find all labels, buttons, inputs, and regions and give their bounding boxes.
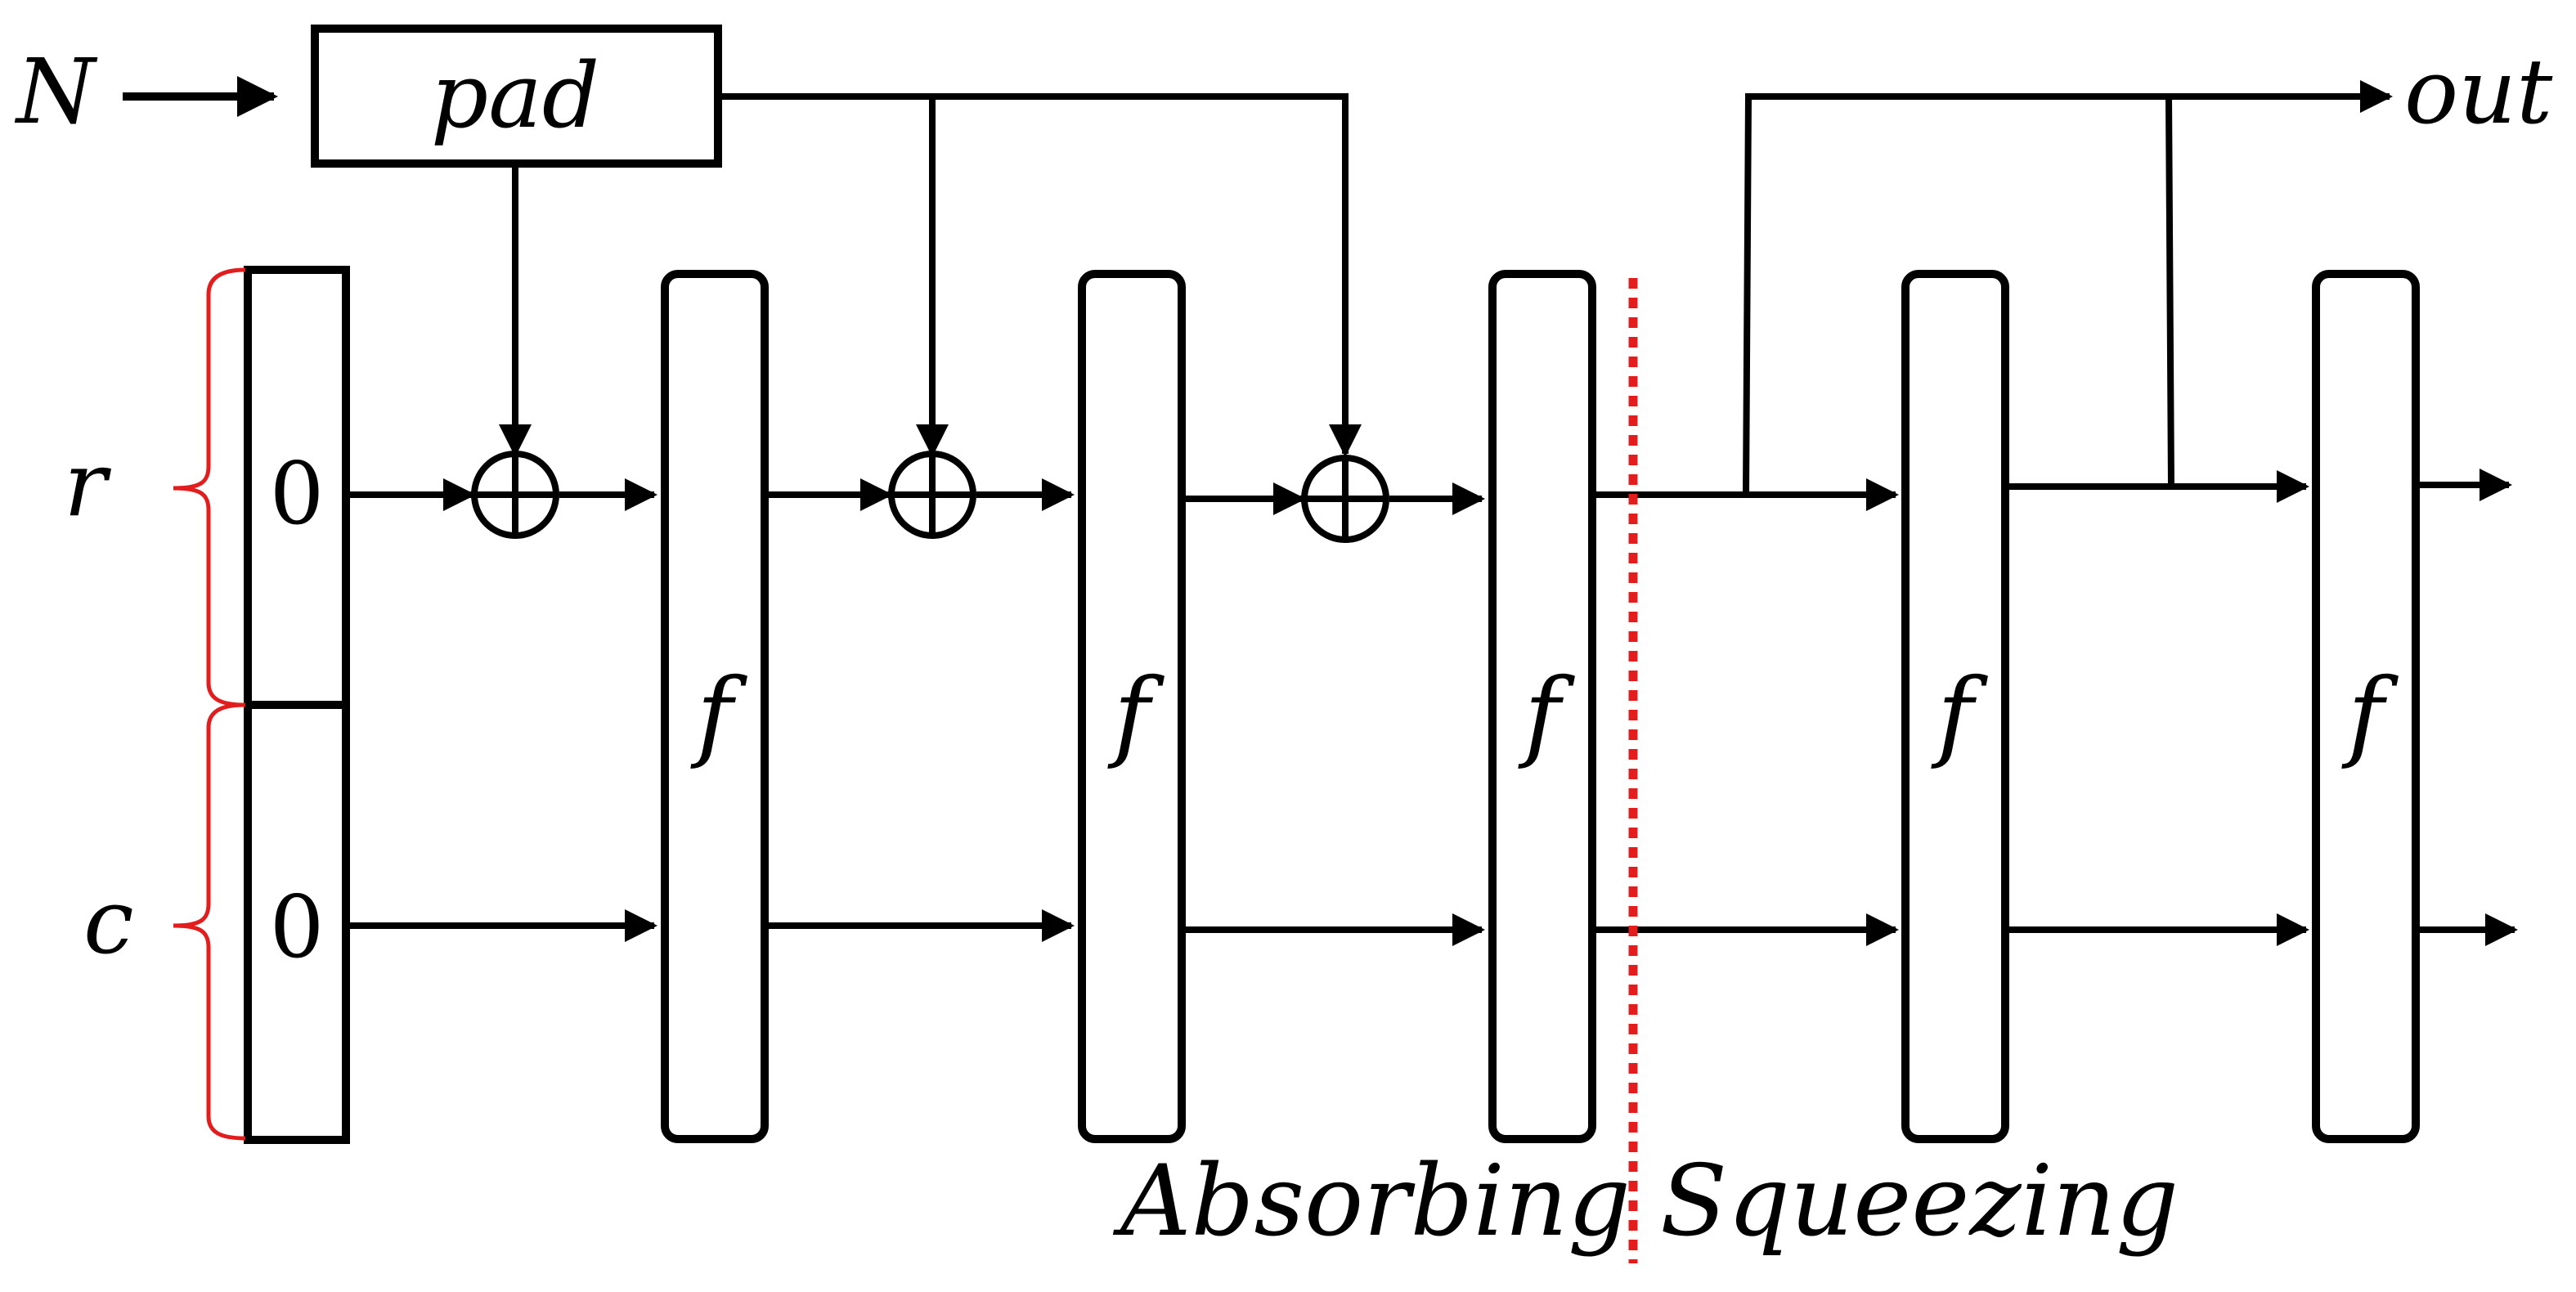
rate-initial-value: 0 <box>270 444 325 544</box>
size-braces <box>173 267 246 1141</box>
capacity-label: c <box>83 869 134 974</box>
permutation-block: f <box>661 270 769 1143</box>
permutation-box <box>1488 270 1596 1143</box>
permutation-box <box>1901 270 2009 1143</box>
pad-bus-line <box>718 93 1362 457</box>
output-label: out <box>2404 39 2553 144</box>
xor-node <box>1301 455 1389 543</box>
permutation-block: f <box>1078 270 1186 1143</box>
input-label: N <box>14 39 98 144</box>
permutation-box <box>661 270 769 1143</box>
permutation-box <box>2312 270 2420 1143</box>
squeezing-label: Squeezing <box>1660 1145 2179 1258</box>
capacity-brace <box>173 702 246 1141</box>
squeeze-tap-2 <box>2165 96 2174 487</box>
xor-nodes <box>471 451 1389 543</box>
capacity-state-cell <box>244 701 350 1144</box>
rate-label: r <box>64 432 112 536</box>
permutation-box <box>1078 270 1186 1143</box>
squeeze-tap-1 <box>1743 80 2393 496</box>
permutation-block: f <box>1488 270 1596 1143</box>
permutation-block: f <box>1901 270 2009 1143</box>
initial-state-register: 0 0 <box>244 266 350 1144</box>
pad-label: pad <box>431 43 599 148</box>
permutation-block: f <box>2312 270 2420 1143</box>
rate-brace <box>173 267 246 707</box>
connection-arrows <box>123 76 2518 946</box>
capacity-initial-value: 0 <box>270 877 325 977</box>
pad-box <box>311 25 722 168</box>
absorbing-label: Absorbing <box>1112 1145 1631 1258</box>
xor-node <box>888 451 976 539</box>
xor-node <box>471 451 559 539</box>
